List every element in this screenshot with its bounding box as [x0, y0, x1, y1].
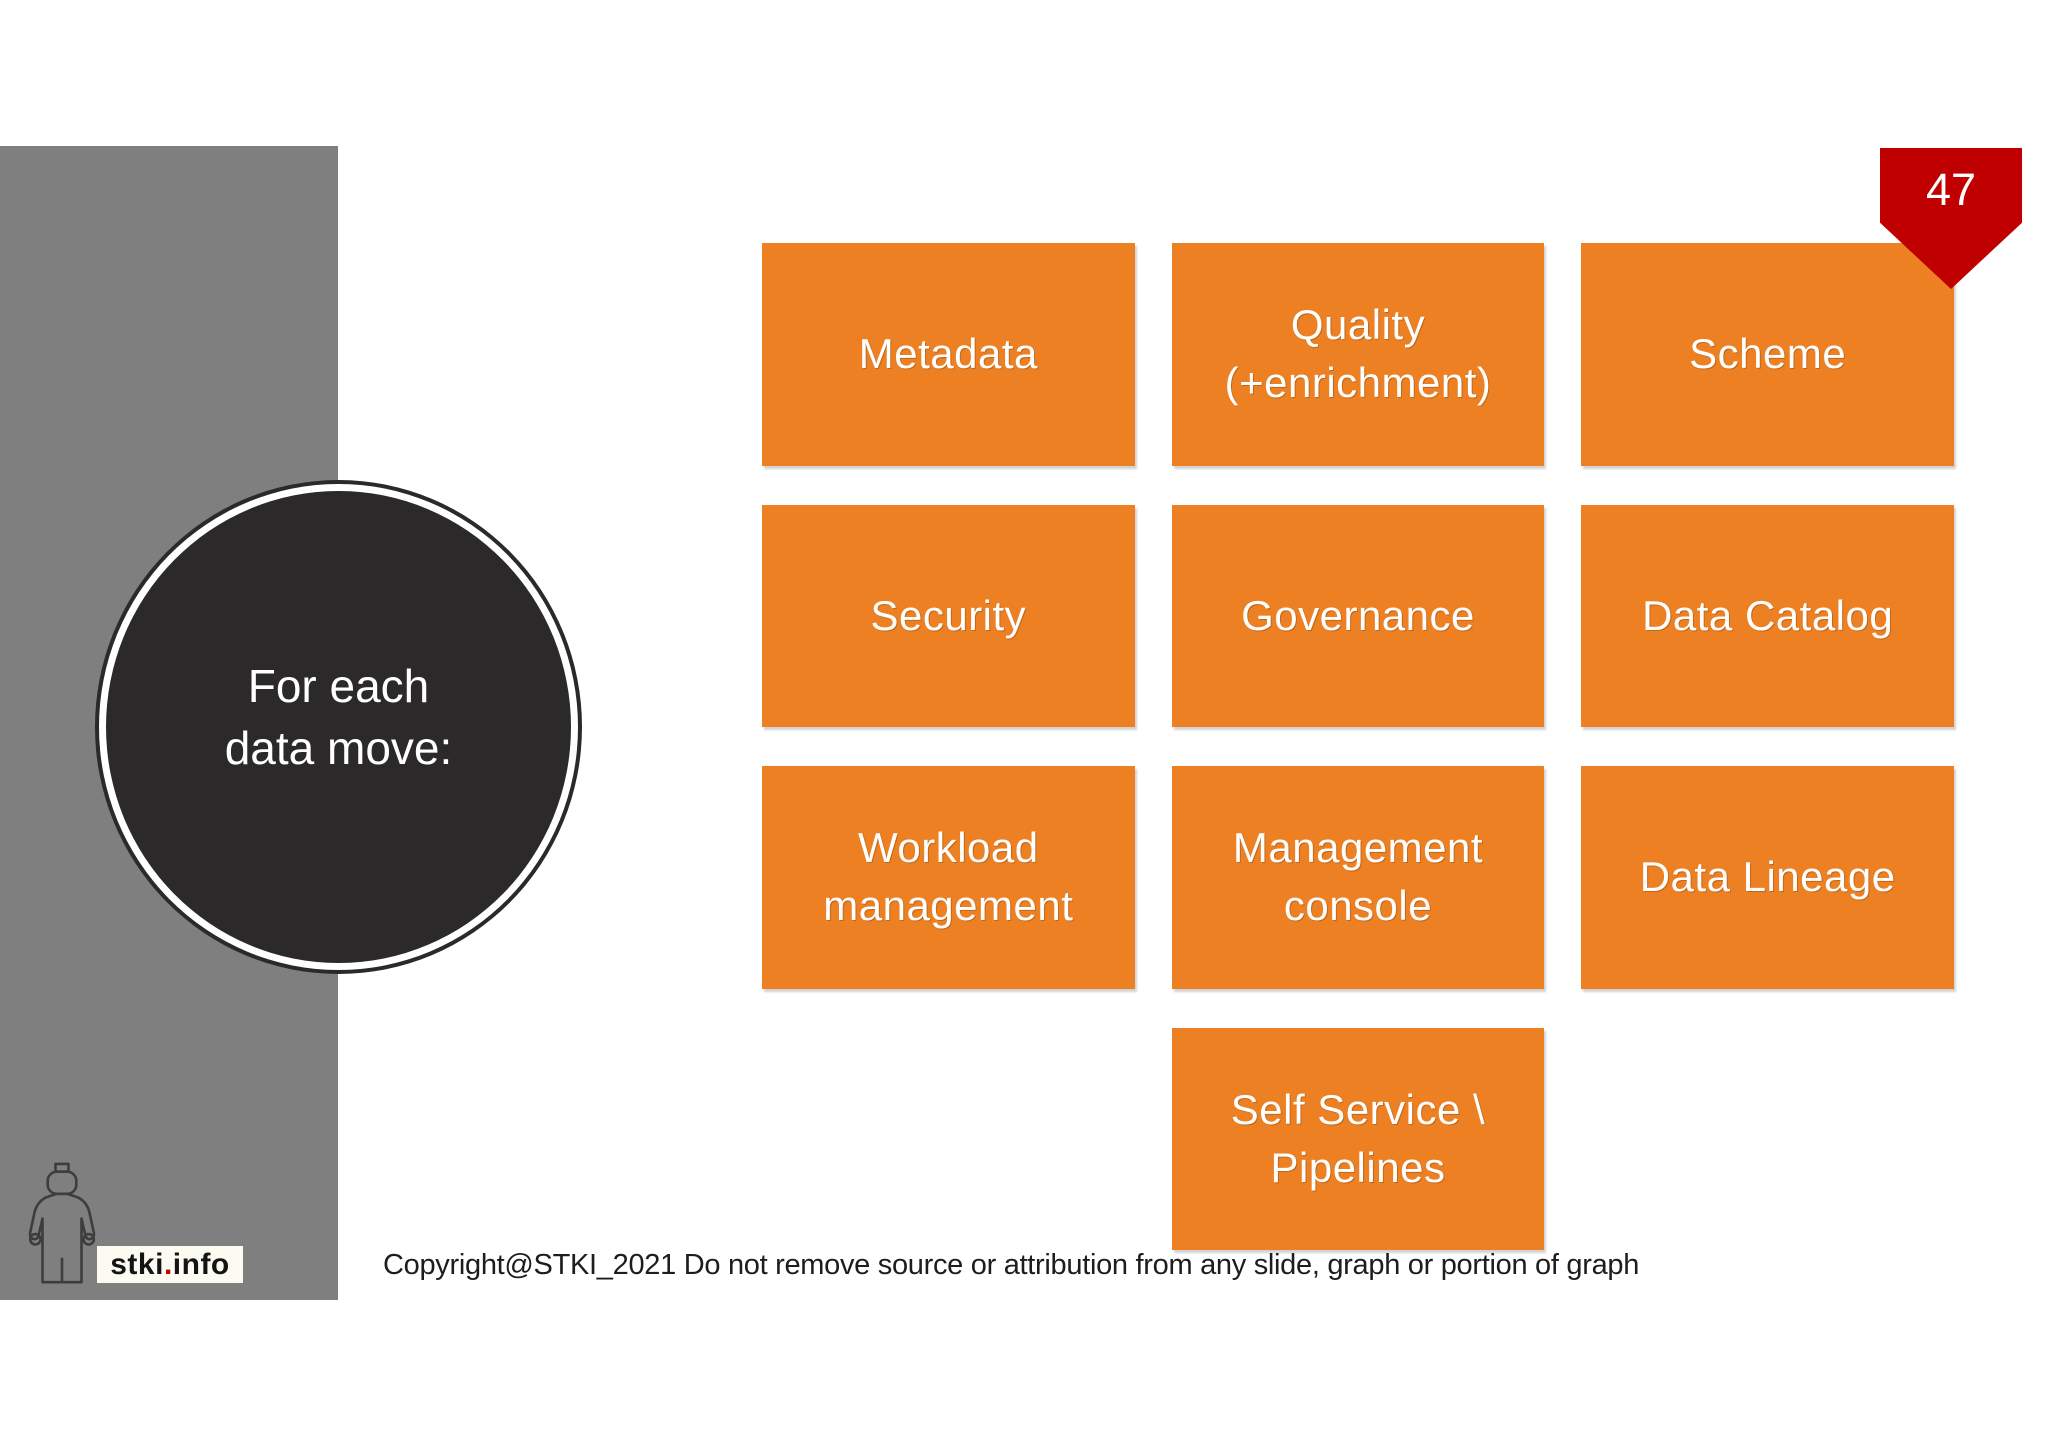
minifig-icon	[28, 1162, 96, 1284]
page-number: 47	[1925, 164, 1977, 215]
grid-box-security: Security	[762, 504, 1135, 727]
grid-box-data-catalog: Data Catalog	[1581, 504, 1954, 727]
stki-logo-text-left: stki	[110, 1247, 164, 1281]
slide-title: For each data move:	[224, 660, 453, 774]
grid-box-self-service-pipelines: Self Service \ Pipelines	[1171, 1027, 1545, 1250]
title-circle-fill: For each data move:	[106, 491, 571, 963]
grid-box-management-console: Management console	[1171, 766, 1545, 989]
capability-grid: Metadata Quality (+enrichment) Scheme Se…	[762, 243, 1954, 1250]
stki-logo-dot: .	[163, 1247, 173, 1281]
stki-logo: stki.info	[97, 1246, 243, 1283]
grid-box-quality-enrichment: Quality (+enrichment)	[1171, 243, 1545, 466]
grid-box-governance: Governance	[1171, 504, 1545, 727]
grid-box-metadata: Metadata	[762, 243, 1135, 466]
stki-logo-text-right: info	[172, 1247, 230, 1281]
grid-box-workload-management: Workload management	[762, 766, 1135, 989]
title-circle: For each data move:	[95, 480, 582, 974]
copyright-text: Copyright@STKI_2021 Do not remove source…	[383, 1249, 1640, 1281]
grid-box-scheme: Scheme	[1581, 243, 1954, 466]
grid-box-data-lineage: Data Lineage	[1581, 766, 1954, 989]
